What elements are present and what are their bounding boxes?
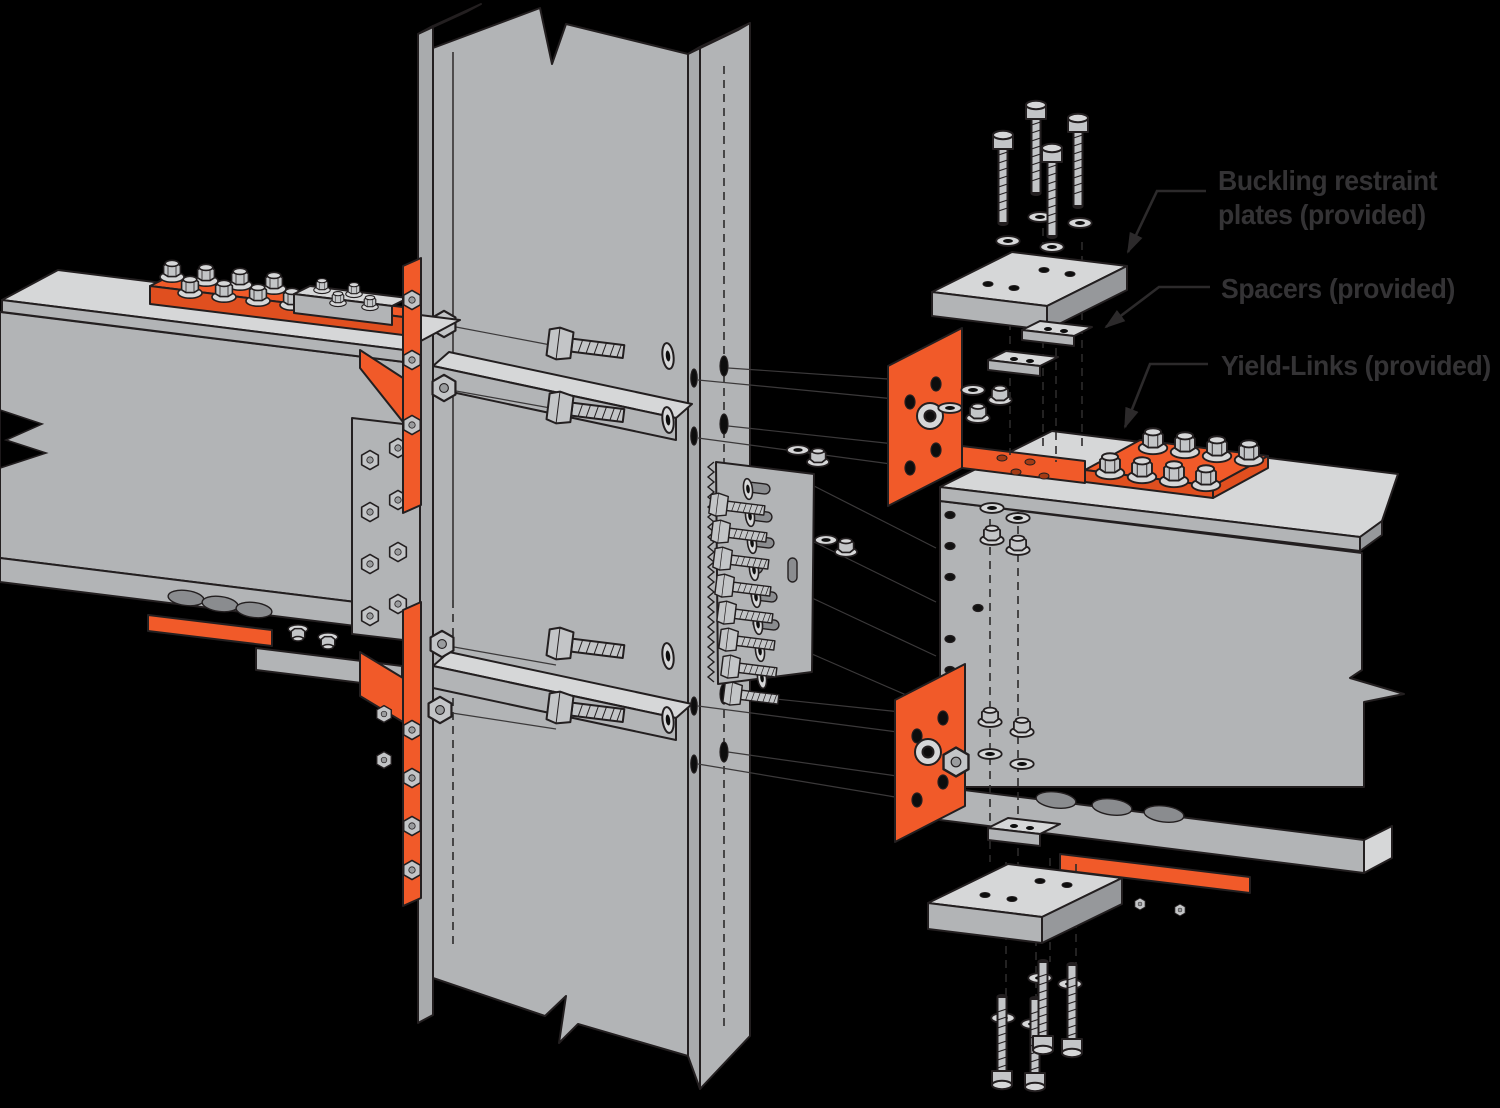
bolt-head-icon [360,605,380,627]
yield-link-stem-bottom-right [1059,853,1251,894]
steel-column [417,3,751,1090]
nut-icon [942,746,970,778]
bolt-head-icon [402,289,422,311]
hex-bolt-icon [1137,427,1169,456]
washer-icon [960,384,986,396]
break-symbol [0,409,49,469]
washer-icon [786,444,810,456]
washer-icon [814,534,838,546]
nut-icon [987,384,1013,406]
bolt-head-icon [360,553,380,575]
nut-icon [287,624,309,642]
web-shear-plate-exploded [706,444,858,712]
bolt-head-icon [376,704,392,724]
hex-bolt-icon [159,259,185,284]
bolt-head-icon [360,449,380,471]
leader-yield-links [1123,362,1208,429]
yield-link-bottom-right [894,663,1035,843]
washer-icon [977,748,1003,760]
label-buckling-restraint-line2: plates (provided) [1218,198,1426,230]
column-right-flange-top-face [687,22,751,55]
bolt-head-icon [402,349,422,371]
washer-icon [995,235,1021,247]
bolt-head-icon [376,750,392,770]
leader-buckling-restraint-plates [1126,189,1206,254]
bolt-head-icon [402,859,422,881]
hex-bolt-icon [345,282,363,299]
nut-icon [806,447,830,468]
exploded-fasteners-bottom [927,817,1123,1093]
hex-bolt-icon [1041,142,1063,239]
bolt-head-icon [360,501,380,523]
bolt-head-icon [402,815,422,837]
nut-icon [834,537,858,558]
nut-icon [965,402,991,424]
label-buckling-restraint-line1: Buckling restraint [1218,164,1438,196]
hex-bolt-icon [1233,439,1265,468]
yield-link-top-right [887,327,1269,556]
bolt-head-icon [402,719,422,741]
hex-bolt-icon [1061,962,1083,1059]
buckling-restraint-plate-bottom [927,863,1123,944]
label-yield-links: Yield-Links (provided) [1221,349,1491,381]
bolt-head-icon [402,414,422,436]
washer-icon [1039,241,1065,253]
right-beam-web [939,500,1405,788]
left-beam-assembly [0,257,461,907]
bolt-head-icon [1174,903,1186,917]
leader-spacers [1104,285,1210,329]
bolt-head-icon [431,373,457,403]
column-left-flange-top-face [417,3,482,35]
bolt-head-icon [429,629,455,659]
hex-bolt-icon [992,129,1014,226]
hex-bolt-icon [1169,431,1201,460]
yield-link-flange-plate-top-left [402,257,422,514]
washer-icon [1009,758,1035,770]
bolt-head-icon [1134,897,1146,911]
nut-icon [317,632,339,650]
right-beam-web-slots [1035,790,1185,824]
left-beam-web-slots [167,589,273,619]
shear-plate [715,461,815,685]
hex-bolt-icon [991,994,1013,1091]
bolt-head-icon [427,695,453,725]
spacer-bar [987,817,1061,847]
washer-icon [937,402,963,414]
washer-icon [1067,217,1093,229]
washer-icon [1005,512,1031,524]
right-beam-bottom-flange-end [1363,825,1393,874]
buckling-restraint-plate-top [931,251,1128,331]
spacer-bar [1021,320,1093,347]
bolt-head-icon [388,541,408,563]
right-beam [939,430,1405,917]
hex-bolt-icon [1067,112,1089,209]
washer-icon [979,502,1005,514]
column-web-face [432,7,689,1057]
yield-link-stem-bottom-left [147,614,273,647]
column-right-flange-edge [687,46,701,1090]
exploded-fasteners-top [931,99,1128,462]
bolt-head-icon [402,767,422,789]
hex-bolt-icon [313,278,331,295]
spacer-bar [987,350,1059,377]
hex-bolt-icon [1201,435,1233,464]
annotations: Buckling restraint plates (provided) Spa… [1104,164,1491,429]
right-beam-top-flange-end [1359,520,1383,552]
label-spacers: Spacers (provided) [1221,272,1455,304]
washer-icon [914,738,942,766]
